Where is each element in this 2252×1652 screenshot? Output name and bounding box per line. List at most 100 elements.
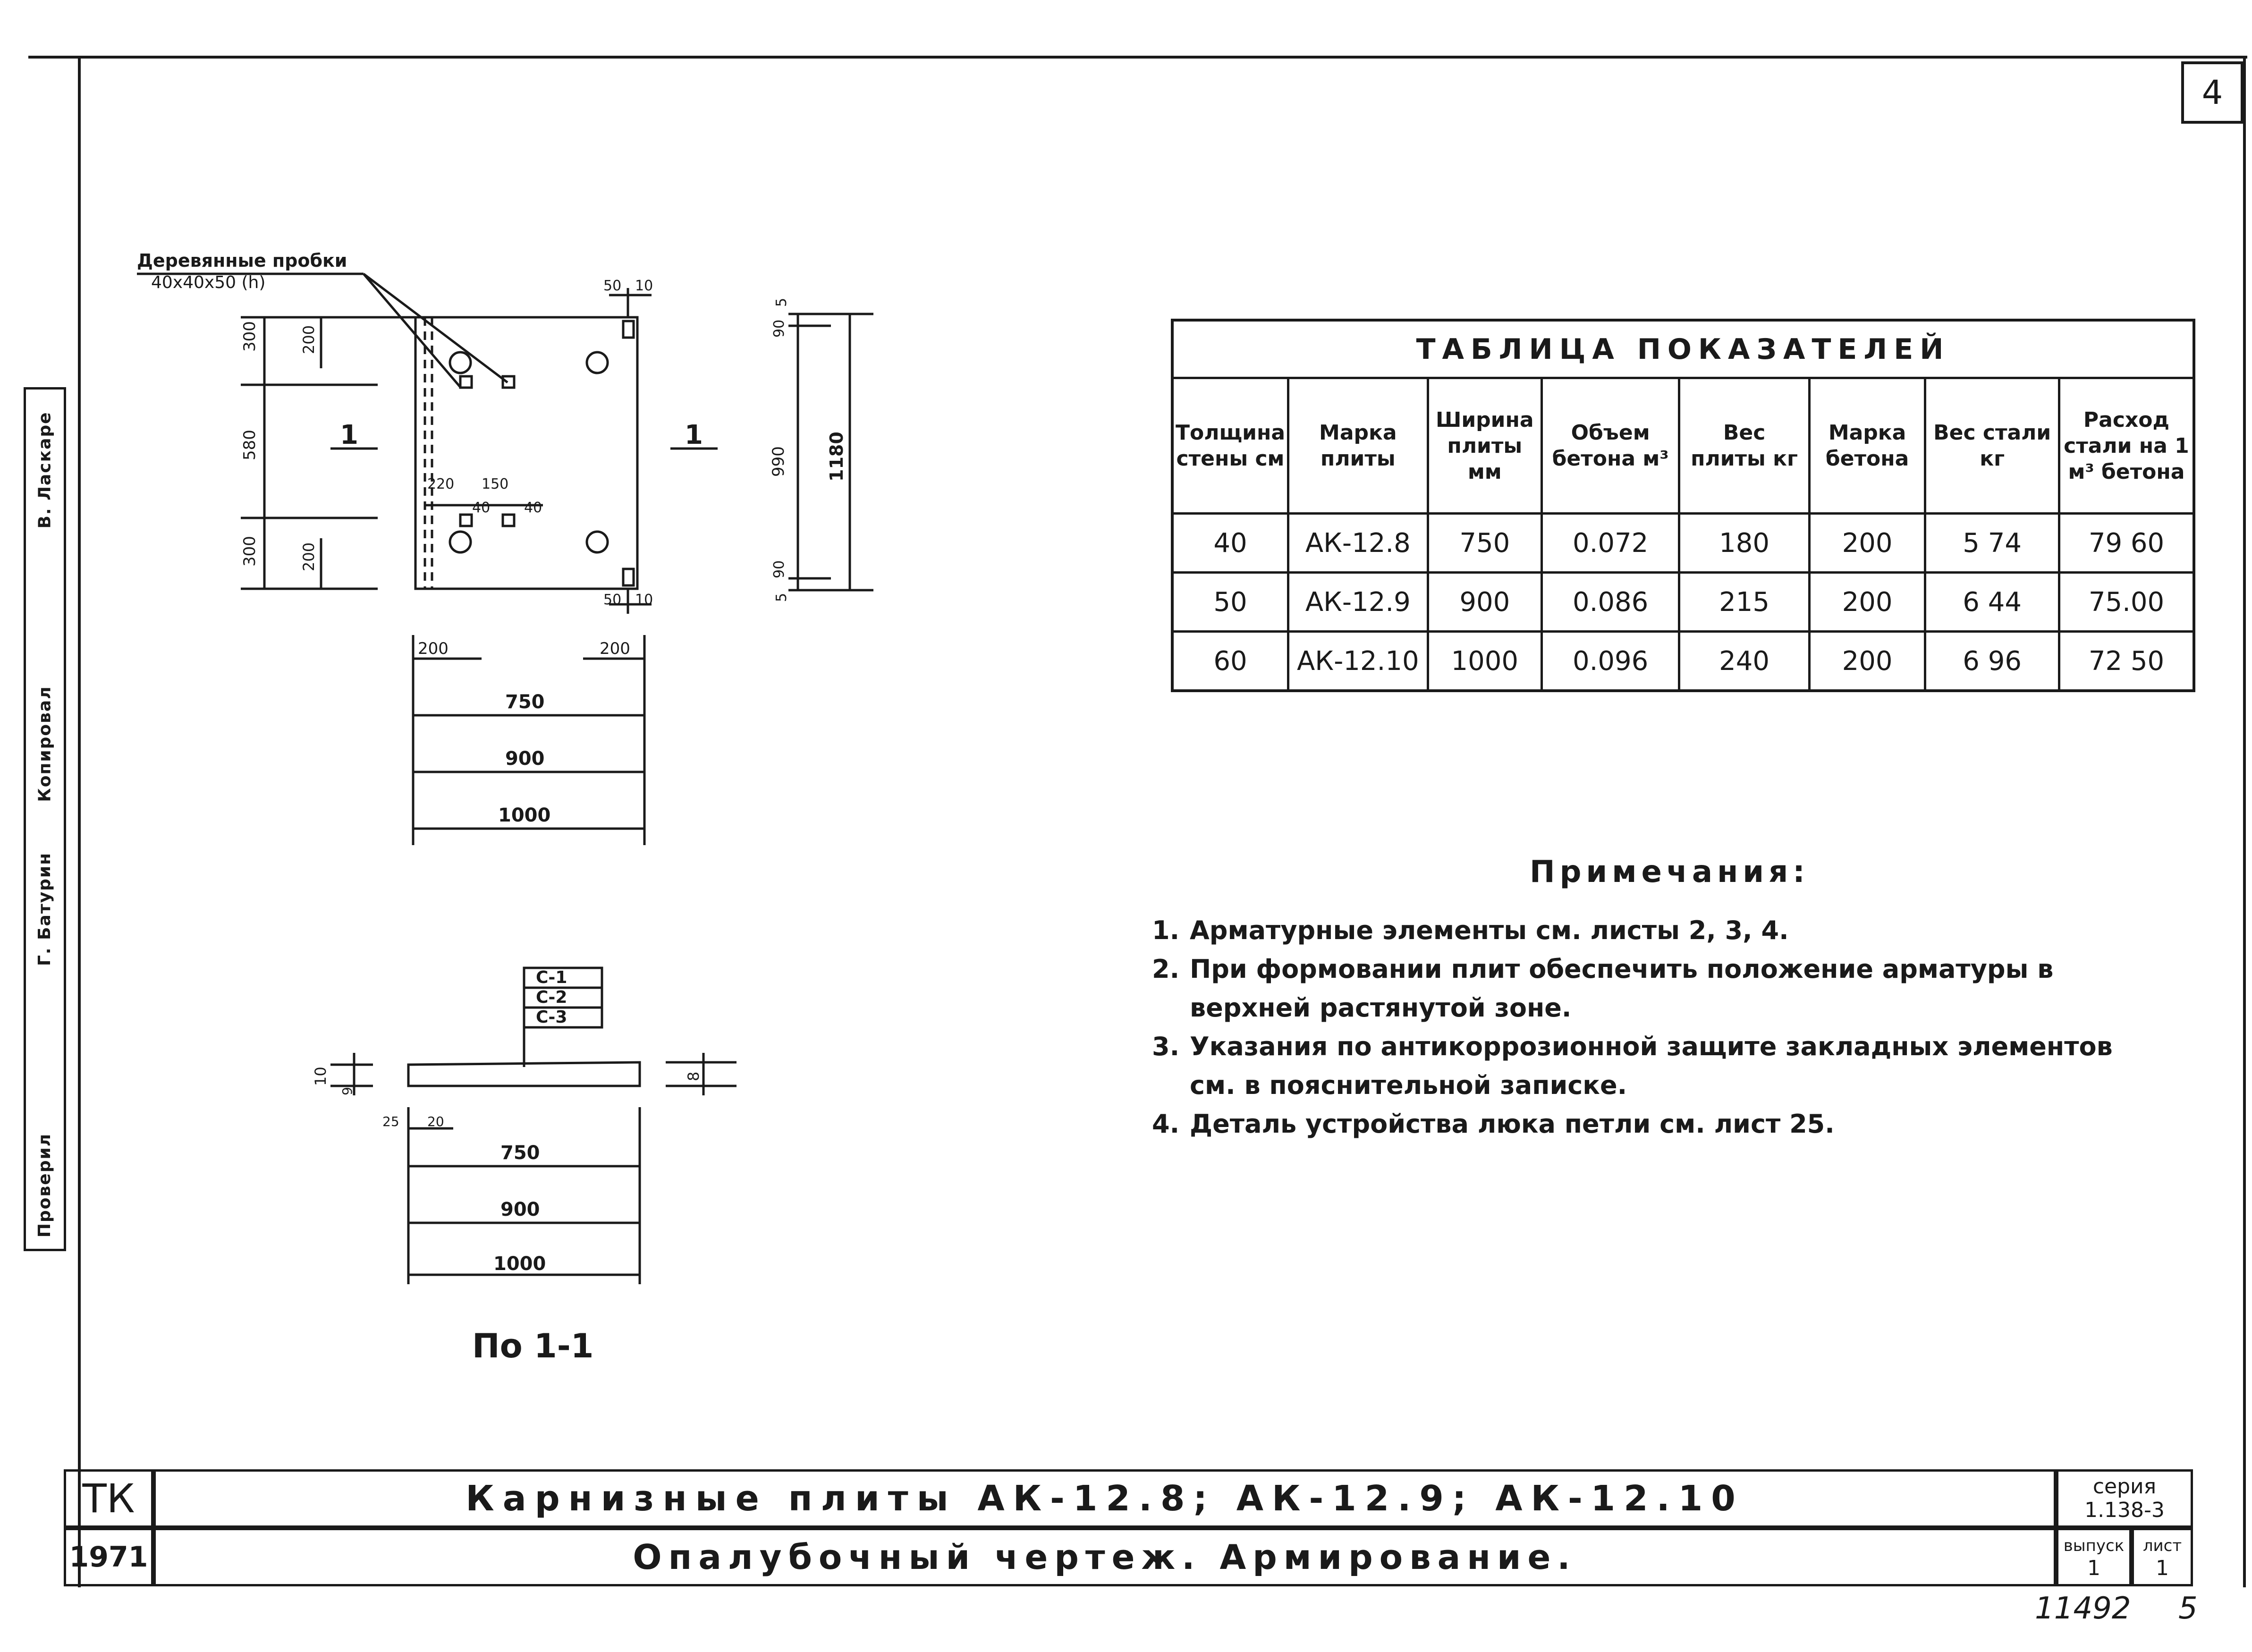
table-cell: 200: [1808, 512, 1927, 574]
signature-checked: Проверил: [35, 1133, 55, 1237]
table-cell: 0.072: [1541, 512, 1681, 574]
dim-150: 150: [482, 476, 508, 492]
signature-copied: Копировал: [35, 685, 55, 802]
section-c2: С-2: [536, 988, 567, 1007]
table-cell: 72 50: [2057, 630, 2195, 692]
section-caption: По 1-1: [472, 1327, 594, 1365]
dim-plan-900: 900: [505, 748, 545, 770]
table-cell: 5 74: [1924, 512, 2060, 574]
dim-side-90-top: 90: [771, 320, 787, 338]
note-text: При формовании плит обеспечить положение…: [1190, 954, 2054, 1023]
wood-plugs-label: Деревянные пробки: [137, 250, 347, 271]
table-cell: 750: [1426, 512, 1543, 574]
table-cell: АК-12.8: [1287, 512, 1429, 574]
wood-plugs-size: 40x40x50 (h): [151, 273, 265, 292]
dim-side-5-top: 5: [773, 298, 790, 307]
table-cell: 180: [1678, 512, 1811, 574]
title-block-code: ТК: [64, 1469, 153, 1528]
sheet-frame: [78, 58, 2246, 1587]
series-label: серия: [2092, 1474, 2157, 1499]
table-row: 50 АК-12.9 900 0.086 215 200 6 44 75.00: [1171, 571, 2195, 633]
table-cell: 6 44: [1924, 571, 2060, 633]
table-cell: 40: [1171, 512, 1290, 574]
notes-title: Примечания:: [1530, 855, 1810, 890]
note-text: Деталь устройства люка петли см. лист 25…: [1190, 1109, 1835, 1139]
note-number: 1.: [1152, 915, 1180, 945]
note-text: Арматурные элементы см. листы 2, 3, 4.: [1190, 915, 1789, 945]
sheet-label: лист: [2142, 1536, 2182, 1555]
section-dim-900: 900: [500, 1199, 540, 1220]
slab-plan-outline: [414, 316, 639, 590]
table-cell: 200: [1808, 630, 1927, 692]
signature-baturin: Г. Батурин: [35, 852, 55, 966]
col-header-slab-width: Ширина плиты мм: [1426, 377, 1543, 515]
signature-laskare: В. Ласкаре: [35, 411, 55, 529]
note-number: 4.: [1152, 1109, 1180, 1139]
dim-side-1180: 1180: [826, 432, 847, 482]
col-header-concrete-grade: Марка бетона: [1808, 377, 1927, 515]
table-cell: 0.096: [1541, 630, 1681, 692]
dim-40b: 40: [524, 500, 542, 516]
table-cell: АК-12.9: [1287, 571, 1429, 633]
table-cell: 240: [1678, 630, 1811, 692]
dim-top-50: 50: [603, 278, 621, 294]
note-item: 2. При формовании плит обеспечить положе…: [1152, 950, 2167, 1027]
table-cell: 6 96: [1924, 630, 2060, 692]
note-number: 2.: [1152, 954, 1180, 984]
dim-side-990: 990: [769, 446, 788, 477]
table-cell: 79 60: [2057, 512, 2195, 574]
table-cell: 900: [1426, 571, 1543, 633]
indicators-table: ТАБЛИЦА ПОКАЗАТЕЛЕЙ Толщина стены см Мар…: [1171, 319, 2195, 692]
table-header-row: Толщина стены см Марка плиты Ширина плит…: [1171, 377, 2195, 515]
table-cell: АК-12.10: [1287, 630, 1429, 692]
title-block-series: серия 1.138-3: [2056, 1469, 2193, 1528]
section-dim-right: 8: [685, 1072, 703, 1081]
page-number: 4: [2181, 61, 2244, 124]
col-header-slab-weight: Вес плиты кг: [1678, 377, 1811, 515]
col-header-steel-weight: Вес стали кг: [1924, 377, 2060, 515]
dim-300-bottom: 300: [240, 536, 259, 567]
note-item: 1. Арматурные элементы см. листы 2, 3, 4…: [1152, 911, 2167, 950]
dim-bottom-10: 10: [635, 592, 653, 608]
dim-580: 580: [240, 430, 259, 460]
table-row: 60 АК-12.10 1000 0.096 240 200 6 96 72 5…: [1171, 630, 2195, 692]
dim-40a: 40: [472, 500, 490, 516]
title-block-issue: выпуск 1: [2056, 1528, 2132, 1586]
notes-list: 1. Арматурные элементы см. листы 2, 3, 4…: [1152, 911, 2167, 1144]
title-block-subtitle: Опалубочный чертеж. Армирование.: [153, 1528, 2056, 1586]
dim-side-90-bottom: 90: [771, 560, 787, 578]
signature-strip: Проверил Г. Батурин Копировал В. Ласкаре: [24, 387, 66, 1251]
section-dim-1000: 1000: [493, 1253, 546, 1275]
dim-200-top: 200: [300, 325, 318, 354]
section-dim-20: 20: [427, 1114, 444, 1129]
dim-side-5-bottom: 5: [773, 593, 790, 602]
issue-label: выпуск: [2063, 1536, 2125, 1555]
dim-200-right-bottom: 200: [600, 639, 630, 658]
table-cell: 0.086: [1541, 571, 1681, 633]
title-block-title: Карнизные плиты АК-12.8; АК-12.9; АК-12.…: [153, 1469, 2056, 1528]
title-block-year: 1971: [64, 1528, 153, 1586]
dim-plan-750: 750: [505, 691, 545, 713]
sheet-value: 1: [2156, 1556, 2169, 1580]
dim-plan-1000: 1000: [498, 805, 550, 826]
section-c3: С-3: [536, 1008, 567, 1027]
dim-200-bottom: 200: [300, 542, 318, 571]
dim-bottom-50: 50: [603, 592, 621, 608]
archive-number: 11492 5: [2035, 1591, 2198, 1626]
col-header-steel-consumption: Расход стали на 1 м³ бетона: [2057, 377, 2195, 515]
note-number: 3.: [1152, 1032, 1180, 1061]
table-cell: 1000: [1426, 630, 1543, 692]
section-dim-left: 10: [312, 1067, 330, 1086]
col-header-concrete-volume: Объем бетона м³: [1541, 377, 1681, 515]
note-text: Указания по антикоррозионной защите закл…: [1190, 1032, 2113, 1100]
dim-300-top: 300: [240, 321, 259, 352]
dim-top-10: 10: [635, 278, 653, 294]
col-header-wall-thickness: Толщина стены см: [1171, 377, 1290, 515]
table-row: 40 АК-12.8 750 0.072 180 200 5 74 79 60: [1171, 512, 2195, 574]
dim-200-left-bottom: 200: [418, 639, 449, 658]
title-block-sheet: лист 1: [2132, 1528, 2193, 1586]
sheet-top-border: [28, 56, 2247, 59]
table-cell: 200: [1808, 571, 1927, 633]
dim-220: 220: [427, 476, 454, 492]
section-mark-left: 1: [340, 420, 358, 450]
